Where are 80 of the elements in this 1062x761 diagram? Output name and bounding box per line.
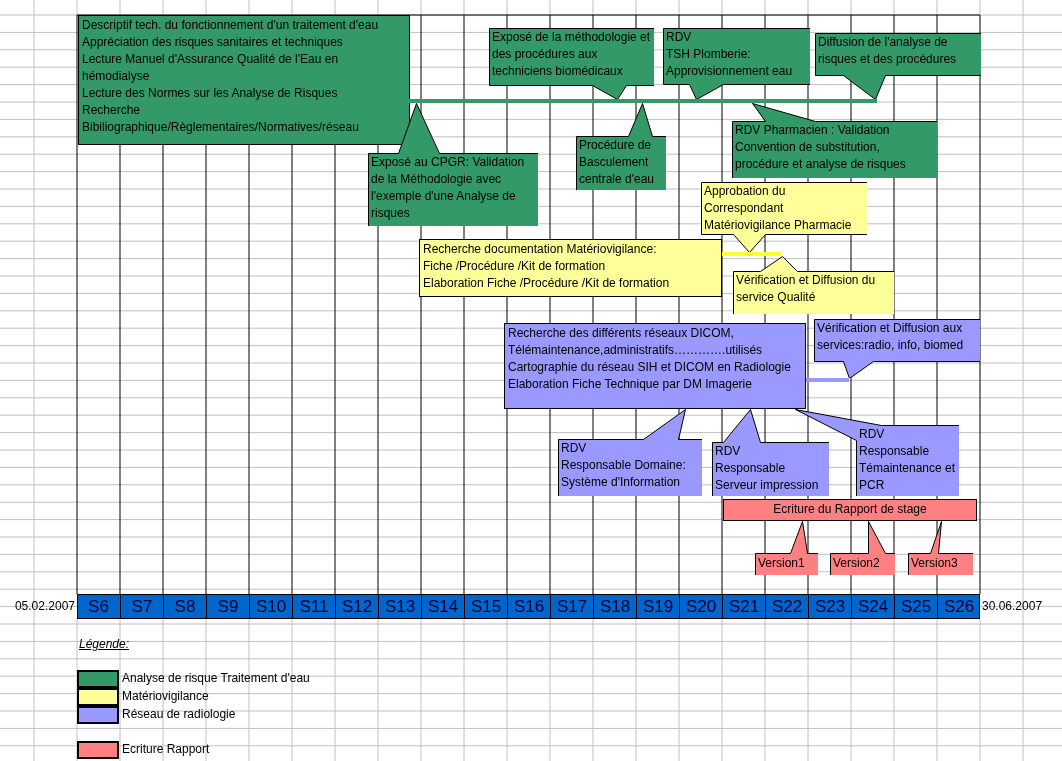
callout-box [701, 182, 867, 252]
legend-text: Ecriture Rapport [122, 741, 210, 758]
week-label: S24 [851, 595, 894, 618]
callout-box [489, 28, 654, 99]
week-label: S22 [765, 595, 808, 618]
legend-text: Analyse de risque Traitement d'eau [122, 670, 310, 687]
week-label: S14 [421, 595, 464, 618]
callout-text: Responsable Serveur impression [715, 460, 820, 494]
week-label: S8 [163, 595, 206, 618]
callout-box [558, 409, 702, 496]
callout-text: Version3 [911, 555, 959, 572]
week-label: S17 [550, 595, 593, 618]
callout-box [733, 256, 894, 314]
callout-text: RDV [715, 443, 742, 460]
callout-box [732, 103, 937, 178]
callout-text: Recherche des différents réseaux DICOM, Télémaintenance,administratifs………….utilisés [508, 325, 764, 359]
callout-text: RDV [666, 29, 693, 46]
callout-box [908, 521, 973, 575]
callout-box [663, 28, 810, 99]
callout-text: Descriptif tech. du fonctionnement d'un traitement d'eau [82, 17, 380, 34]
task-box [419, 239, 722, 297]
callout-text: RDV [561, 440, 588, 457]
week-label: S18 [593, 595, 636, 618]
week-label: S7 [120, 595, 163, 618]
callout-text: Responsable Domaine: Système d'Information [561, 457, 687, 491]
end-date: 30.06.2007 [982, 598, 1043, 615]
task-bar [723, 499, 977, 521]
callout-text: Approbation du Correspondant Matériovigilance Pharmacie [704, 183, 853, 234]
legend-text: Matériovigilance [122, 688, 209, 705]
callout-text: Vérification et Diffusion du service Qualité [736, 272, 877, 306]
start-date: 05.02.2007 [14, 598, 75, 615]
callout-text: Lecture Manuel d'Assurance Qualité de l'Eau en hémodialyse [82, 51, 340, 85]
callout-text: Cartographie du réseau SIH et DICOM en Radiologie [508, 359, 792, 376]
week-label: S20 [679, 595, 722, 618]
task-box [504, 323, 806, 409]
callout-text: Vérification et Diffusion aux services:radio, info, biomed [817, 320, 965, 354]
legend-title: Légende: [79, 636, 130, 653]
timeline-bar [806, 378, 849, 382]
legend-text: Réseau de radiologie [122, 706, 236, 723]
callout-text: Lecture des Normes sur les Analyse de Risques [82, 85, 339, 102]
callout-text: Procédure de Basculement centrale d'eau [579, 137, 655, 188]
callout-text: Version2 [833, 555, 881, 572]
week-label: S15 [464, 595, 507, 618]
callout-box [815, 33, 981, 99]
week-label: S21 [722, 595, 765, 618]
week-label: S16 [507, 595, 550, 618]
callout-text: Version1 [758, 555, 806, 572]
callout-text: Recherche documentation Matériovigilance: [423, 241, 658, 258]
callout-text: Ecriture du Rapport de stage [772, 501, 928, 518]
week-label: S12 [335, 595, 378, 618]
timeline-bar [722, 252, 782, 256]
week-label: S6 [87, 596, 110, 618]
callout-box [712, 409, 829, 496]
task-box [78, 15, 410, 145]
callout-text: Elaboration Fiche Technique par DM Imagerie [508, 376, 753, 393]
week-label: S26 [937, 595, 980, 618]
callout-box [368, 103, 538, 226]
week-label: S13 [378, 595, 421, 618]
callout-text: Diffusion de l'analyse de risques et des procédures [818, 34, 958, 68]
callout-box [830, 521, 895, 575]
callout-text: RDV Pharmacien : Validation Convention de substitution, procédure et analyse de risques [735, 122, 907, 173]
callout-text: Elaboration Fiche /Procédure /Kit de formation [423, 275, 671, 292]
timeline-bar [408, 99, 877, 103]
week-label: S23 [808, 595, 851, 618]
callout-text: Exposé de la méthodologie et des procédures aux techniciens biomédicaux [492, 29, 651, 80]
callout-text: Fiche /Procédure /Kit de formation [423, 258, 607, 275]
callout-text: Appréciation des risques sanitaires et techniques [82, 34, 344, 51]
callout-box [755, 521, 818, 575]
week-label: S11 [292, 595, 335, 618]
callout-box [576, 103, 666, 190]
callout-text: TSH Plomberie: Approvisionnement eau [666, 46, 794, 80]
week-label: S9 [206, 595, 249, 618]
week-label: S10 [249, 595, 292, 618]
callout-box [814, 319, 980, 378]
callout-text: Responsable Témaintenance et PCR [859, 443, 956, 494]
callout-text: Recherche Bibiliographique/Règlementaires/Normatives/réseau [82, 102, 360, 136]
week-label: S19 [636, 595, 679, 618]
callout-text: RDV [859, 426, 886, 443]
callout-text: Exposé au CPGR: Validation de la Méthodologie avec l'exemple d'une Analyse de risques [371, 154, 526, 222]
week-label: S25 [894, 595, 937, 618]
